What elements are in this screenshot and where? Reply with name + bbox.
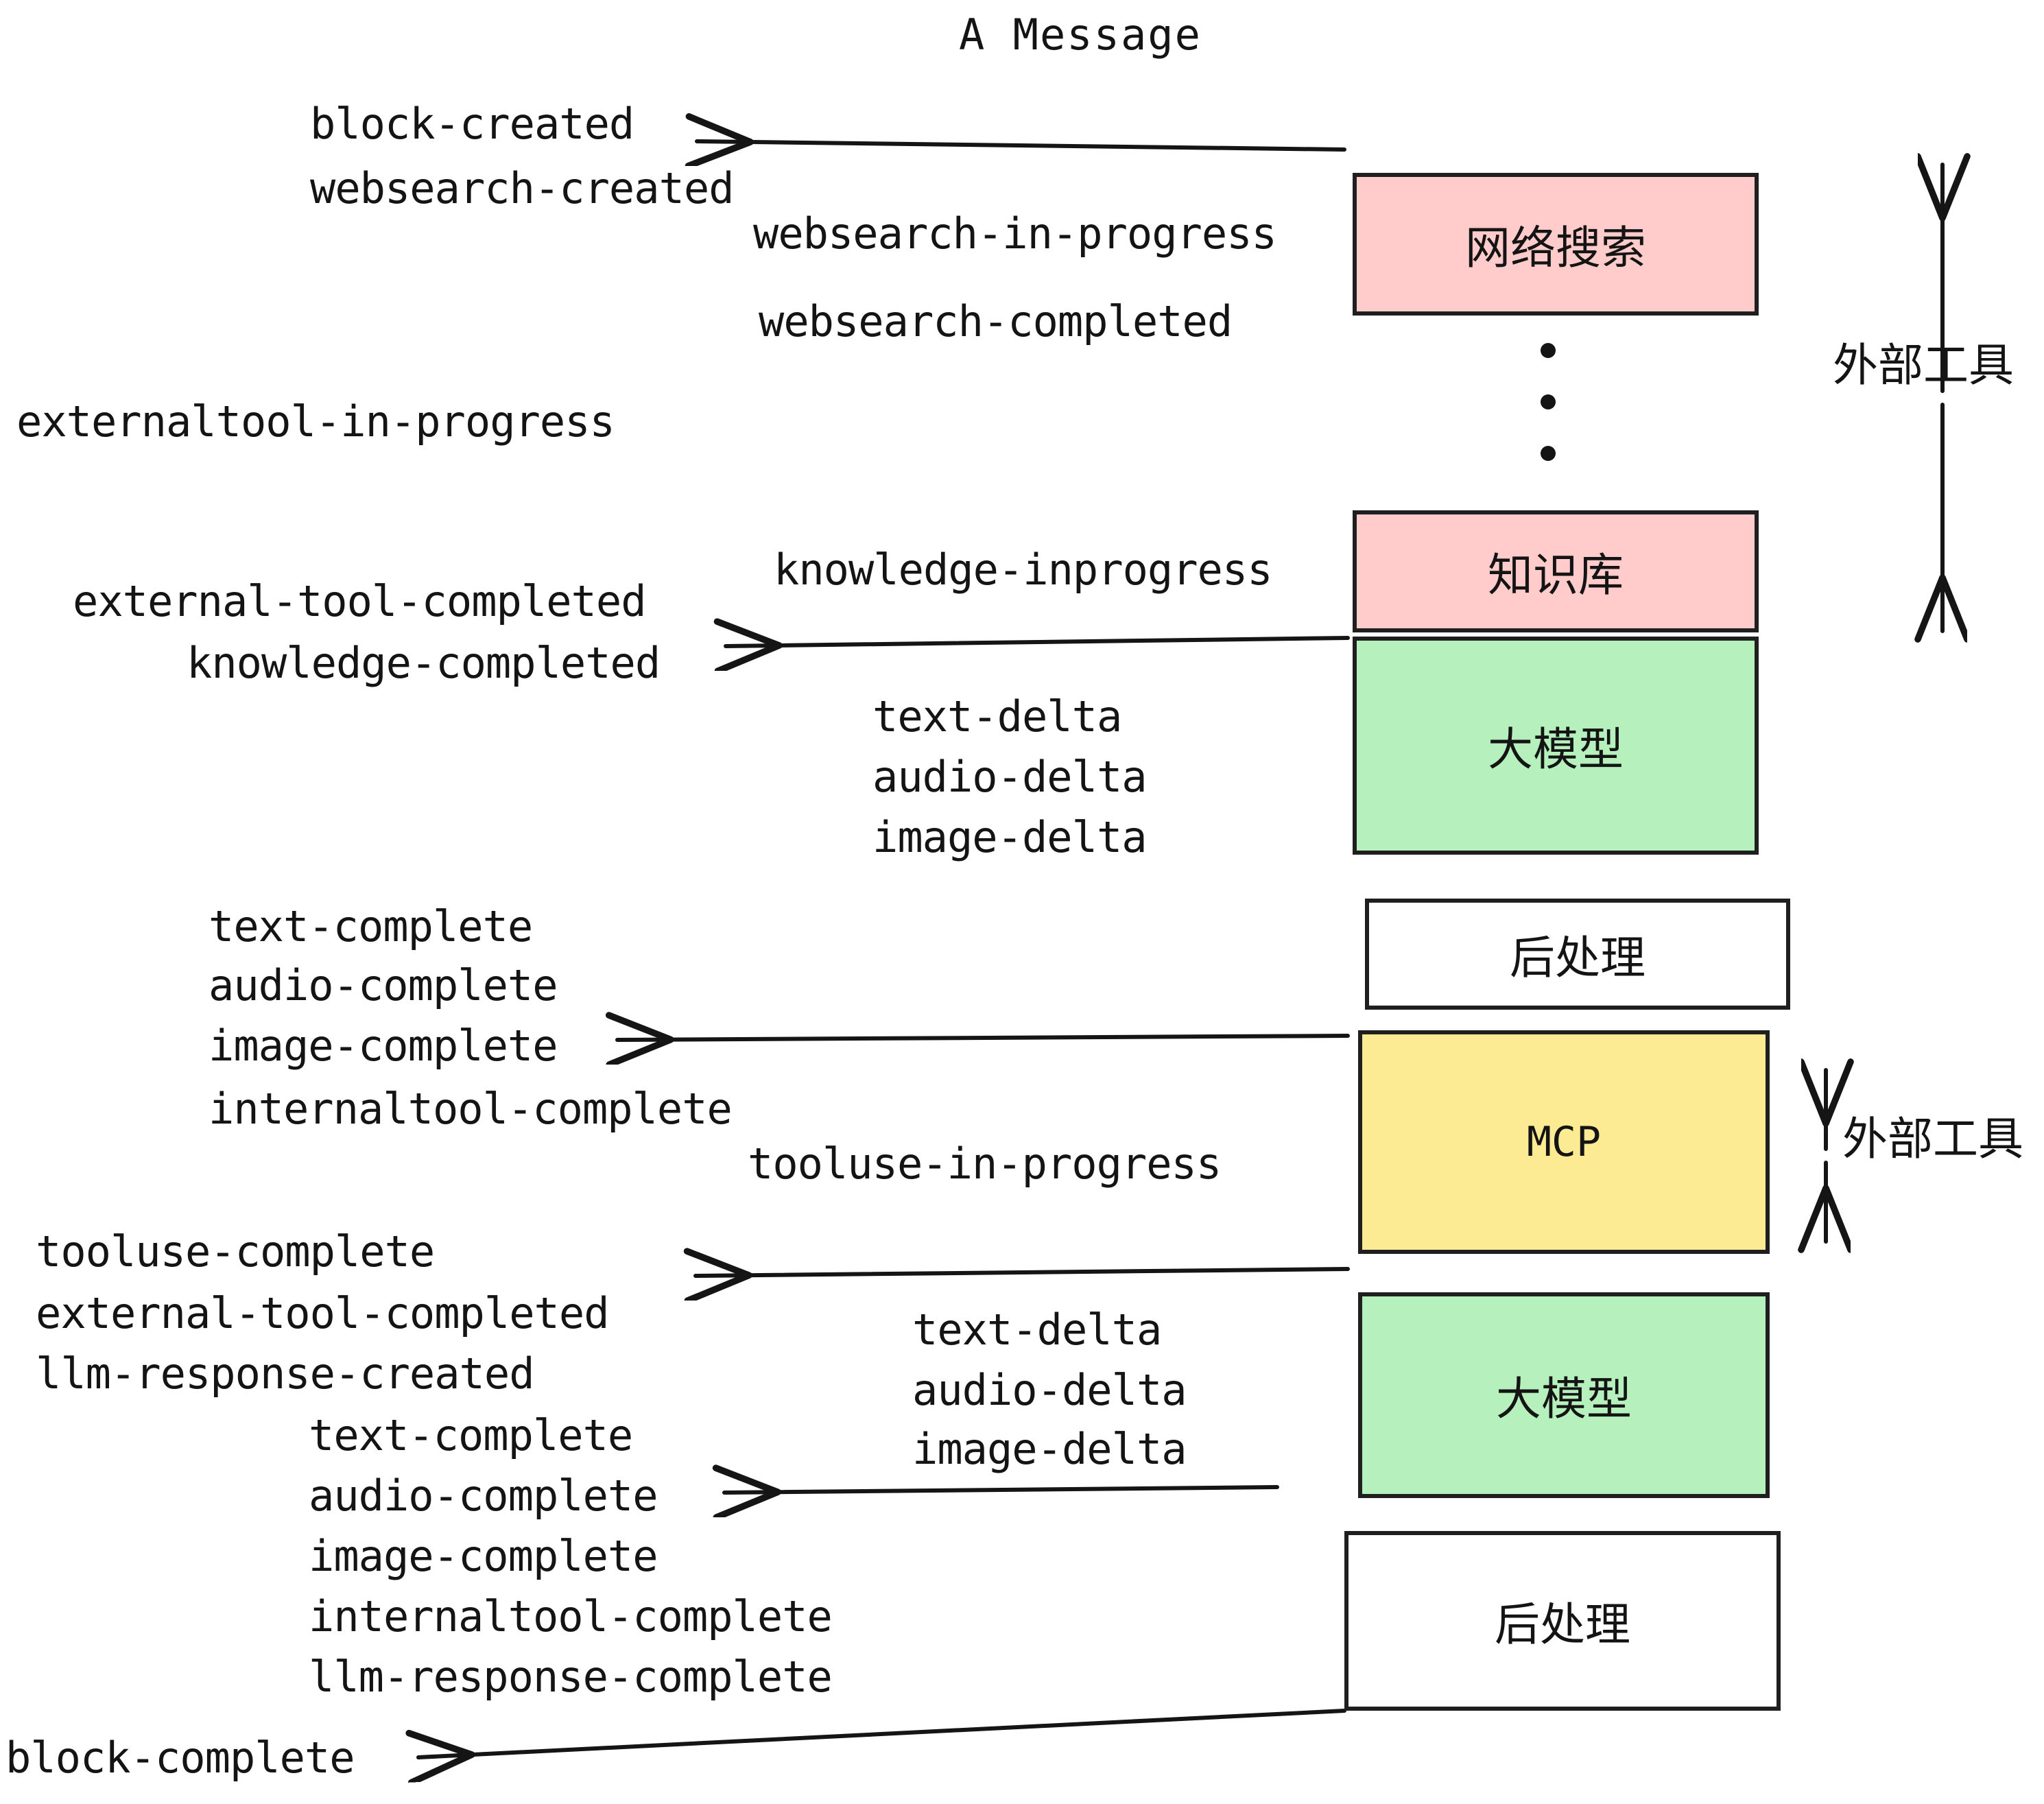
event-label: externaltool-in-progress xyxy=(16,396,615,447)
node-box: MCP xyxy=(1358,1030,1770,1254)
flow-arrow xyxy=(418,1709,1346,1757)
event-label: audio-complete xyxy=(209,960,558,1010)
event-label: external-tool-completed xyxy=(73,576,647,626)
node-box-label: 网络搜索 xyxy=(1465,222,1646,274)
event-label: image-delta xyxy=(872,812,1148,862)
page-title: A Message xyxy=(959,10,1202,60)
node-box: 大模型 xyxy=(1353,637,1759,855)
event-label: llm-response-complete xyxy=(309,1652,833,1702)
node-box: 后处理 xyxy=(1344,1531,1781,1711)
ellipsis-dot xyxy=(1541,446,1556,461)
node-box: 知识库 xyxy=(1353,510,1759,632)
event-label: block-complete xyxy=(5,1733,355,1783)
event-label: internaltool-complete xyxy=(209,1084,733,1134)
event-label: knowledge-completed xyxy=(187,638,661,688)
event-label: text-complete xyxy=(309,1410,633,1460)
node-box-label: 后处理 xyxy=(1510,931,1645,984)
event-label: llm-response-created xyxy=(36,1349,535,1399)
event-label: websearch-created xyxy=(310,163,735,213)
node-box-label: 后处理 xyxy=(1495,1598,1630,1651)
event-label: image-complete xyxy=(309,1531,658,1581)
node-box-label: MCP xyxy=(1526,1118,1602,1166)
flow-arrow xyxy=(724,1487,1279,1493)
node-box-label: 知识库 xyxy=(1488,549,1624,602)
event-label: text-complete xyxy=(209,901,533,951)
vertical-ellipsis-icon xyxy=(1540,343,1556,461)
event-label: audio-delta xyxy=(912,1365,1187,1415)
event-label: internaltool-complete xyxy=(309,1591,833,1641)
event-label: tooluse-complete xyxy=(36,1226,435,1277)
event-label: external-tool-completed xyxy=(36,1288,610,1338)
event-label: text-delta xyxy=(912,1305,1162,1355)
event-label: websearch-completed xyxy=(759,296,1233,346)
event-label: image-complete xyxy=(209,1021,558,1071)
scope-arrow-group xyxy=(1826,165,1942,1242)
event-label: websearch-in-progress xyxy=(753,209,1277,259)
node-box: 网络搜索 xyxy=(1353,173,1759,316)
event-label: tooluse-in-progress xyxy=(748,1139,1222,1189)
event-label: knowledge-inprogress xyxy=(774,545,1273,595)
external-tools-scope-label: 外部工具 xyxy=(1842,1113,2023,1165)
node-box: 后处理 xyxy=(1365,899,1790,1010)
ellipsis-dot xyxy=(1541,394,1556,410)
event-label: text-delta xyxy=(872,691,1122,741)
node-box-label: 大模型 xyxy=(1496,1373,1632,1425)
event-label: audio-delta xyxy=(872,752,1148,802)
flow-arrow xyxy=(697,141,1346,150)
event-label: image-delta xyxy=(912,1424,1187,1474)
ellipsis-dot xyxy=(1541,343,1556,358)
event-label: block-created xyxy=(310,99,634,149)
flow-arrow xyxy=(696,1269,1350,1276)
node-box: 大模型 xyxy=(1358,1292,1770,1498)
event-label: audio-complete xyxy=(309,1471,658,1521)
external-tools-scope-label: 外部工具 xyxy=(1833,339,2014,392)
flow-arrow xyxy=(726,638,1350,646)
flow-arrow xyxy=(617,1036,1350,1040)
node-box-label: 大模型 xyxy=(1488,723,1624,776)
